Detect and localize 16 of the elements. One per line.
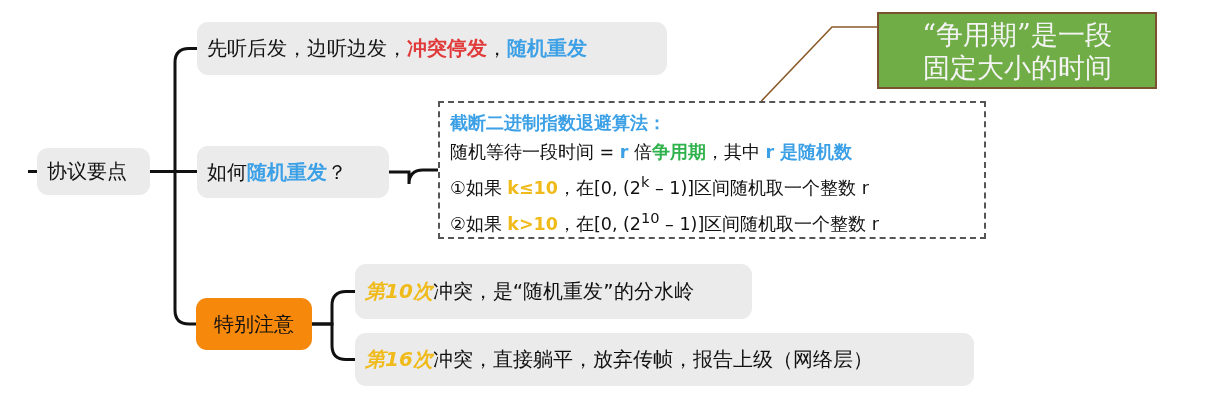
connector <box>28 170 37 173</box>
highlight-box: 特别注意 <box>196 298 312 350</box>
leader-line <box>760 26 878 102</box>
branch-box: 第16次冲突，直接躺平，放弃传帧，报告上级（网络层） <box>355 333 974 386</box>
branch-box: 先听后发，边听边发，冲突停发，随机重发 <box>197 22 667 75</box>
text-line: ①如果 k≤10，在[0, (2$^{k}$ – 1)]区间随机取一个整数 r <box>450 172 870 200</box>
text-line: ②如果 k>10，在[0, (2$^{10}$ – 1)]区间随机取一个整数 r <box>450 207 880 236</box>
connector <box>389 168 438 186</box>
callout-box: “争用期”是一段固定大小的时间 <box>877 12 1157 89</box>
connector <box>312 322 355 361</box>
heading: 截断二进制指数退避算法： <box>450 112 667 135</box>
topic-box: 协议要点 <box>37 148 150 195</box>
dashed-box <box>438 101 986 239</box>
branch-box: 第10次冲突，是“随机重发”的分水岭 <box>355 264 752 319</box>
branch-box: 如何随机重发？ <box>197 146 389 198</box>
text-line: 随机等待一段时间 = r 倍争用期，其中 r 是随机数 <box>450 141 854 164</box>
